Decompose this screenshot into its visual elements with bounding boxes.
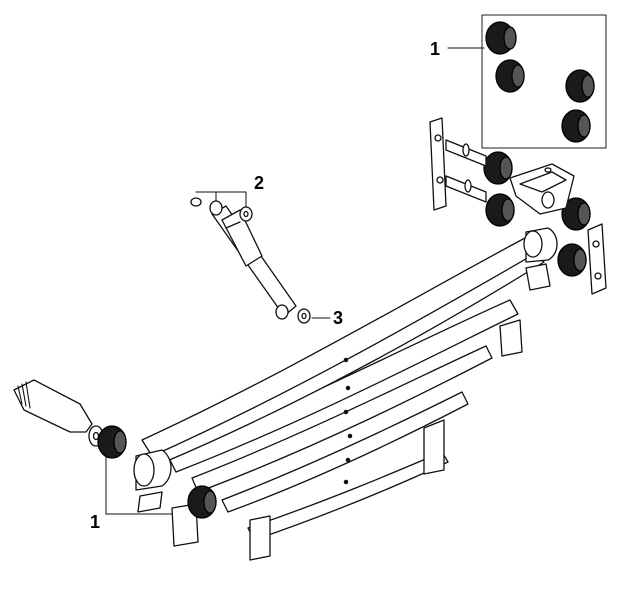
callout-label-shock-upper-bushing: 2 xyxy=(254,173,265,193)
callout-label-bushing-front: 1 xyxy=(90,512,101,532)
callout-label-bushing-top: 1 xyxy=(430,39,441,59)
rear-shackle-assembly xyxy=(429,117,607,295)
leaf-spring-pack xyxy=(133,227,558,561)
front-shackle-bolt xyxy=(13,379,104,447)
shock-absorber xyxy=(190,197,311,324)
callout-label-shock-lower-bushing: 3 xyxy=(333,308,344,328)
rubber-bushings xyxy=(97,21,595,519)
